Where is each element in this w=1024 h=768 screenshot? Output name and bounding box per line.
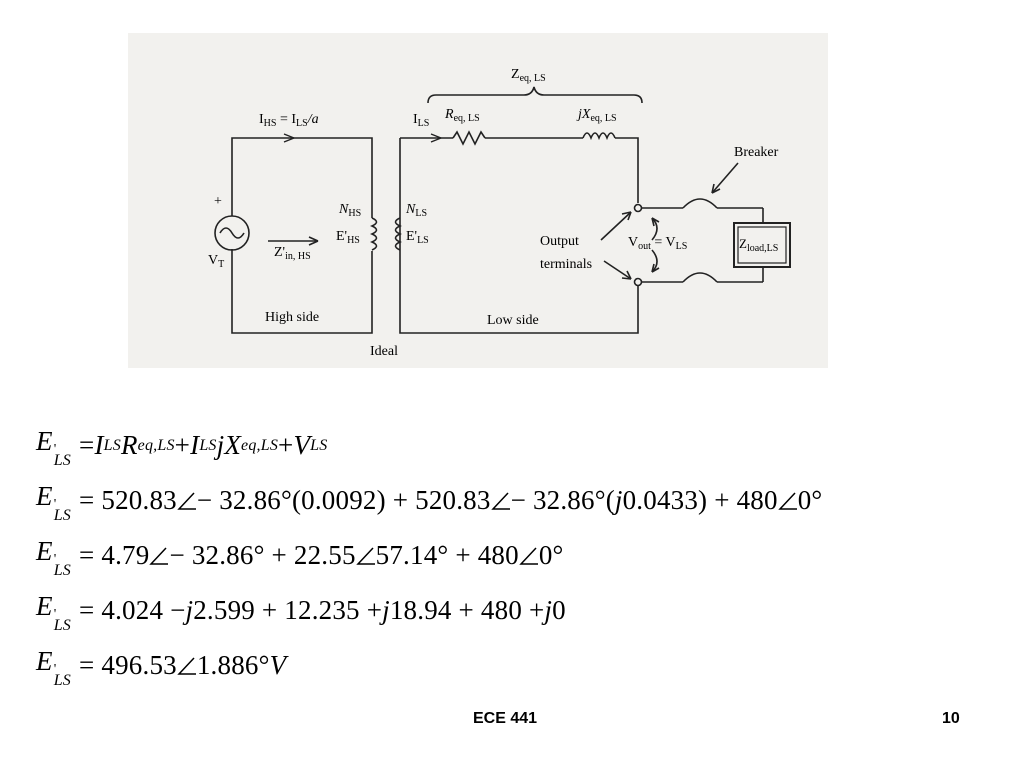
output-terminals-label-1: Output <box>540 234 579 249</box>
page-number: 10 <box>942 710 960 727</box>
output-terminal-bottom <box>633 277 643 287</box>
transformer-circuit-figure: Zeq, LS IHS = ILS/a ILS Req, LS jXeq, LS… <box>128 33 828 368</box>
high-side-wire <box>231 137 373 334</box>
breaker-label: Breaker <box>734 145 779 160</box>
equation-lhs: E'LS <box>36 535 72 579</box>
equation-lhs: E'LS <box>36 645 72 689</box>
angle-icon <box>519 546 538 565</box>
primary-coil <box>370 217 378 251</box>
low-side-wire <box>399 138 639 334</box>
load-impedance-box <box>733 222 791 268</box>
angle-icon <box>490 491 510 510</box>
breaker-bottom <box>682 272 718 283</box>
ihs-label: IHS = ILS/a <box>259 112 319 129</box>
vt-label: VT <box>208 253 225 270</box>
nhs-label: NHS <box>339 202 362 219</box>
angle-icon <box>177 491 196 510</box>
vout-label: Vout = VLS <box>628 235 688 252</box>
els-label: E'LS <box>406 229 429 246</box>
zload-label: Zload,LS <box>739 236 779 254</box>
zin-label: Z'in, HS <box>274 245 311 262</box>
equation-lhs: E'LS <box>36 425 72 469</box>
zeq-label: Zeq, LS <box>511 67 546 84</box>
ils-label: ILS <box>413 112 430 129</box>
angle-icon <box>177 656 196 675</box>
jxeq-label: jXeq, LS <box>578 107 617 124</box>
voltage-source-symbol <box>214 215 250 251</box>
nls-label: NLS <box>406 202 428 219</box>
equation-lhs: E'LS <box>36 480 72 524</box>
ideal-label: Ideal <box>370 344 398 359</box>
output-terminal-top <box>633 203 643 213</box>
angle-icon <box>355 546 375 565</box>
equation-lhs: E'LS <box>36 590 72 634</box>
req-label: Req, LS <box>445 107 480 124</box>
equation-2: E'LS = 520.83 − 32.86°(0.0092) + 520.83 … <box>36 480 823 524</box>
angle-icon <box>777 491 797 510</box>
angle-icon <box>149 546 169 565</box>
zeq-brace <box>427 86 643 104</box>
footer-title: ECE 441 <box>473 710 538 727</box>
plus-label: + <box>214 194 222 209</box>
circuit-diagram <box>214 86 791 334</box>
ehs-label: E'HS <box>336 229 360 246</box>
resistor-symbol <box>452 130 486 146</box>
high-side-label: High side <box>265 310 320 325</box>
output-terminals-label-2: terminals <box>540 257 593 272</box>
low-side-label: Low side <box>487 313 539 328</box>
breaker-top <box>682 198 718 209</box>
inductor-symbol <box>582 132 616 141</box>
